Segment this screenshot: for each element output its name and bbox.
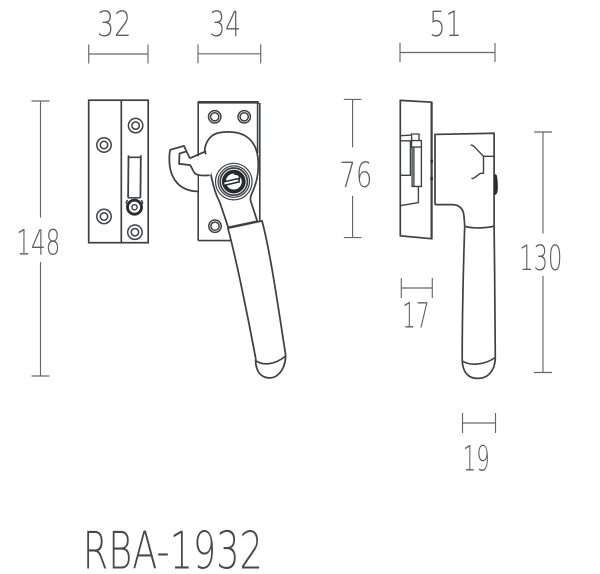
dimension-labels: 32 34 51 148 76 130 17 19 [16,5,562,479]
side-handle-grip [461,226,497,380]
fastener-key-cylinder-circle-3 [219,167,249,197]
fastener-screw-holes [207,109,252,234]
keeper-plate-outline [87,99,150,244]
dimension-lines [31,43,552,433]
side-cylinder-detail-path-1 [470,144,495,157]
label-side-depth: 51 [429,5,462,45]
side-fastener-body-path-2 [435,203,466,227]
dim-side-depth [399,43,496,62]
side-handle-grip-path-4 [461,357,497,380]
label-keeper-width: 32 [97,5,132,45]
fastener-key-cylinder-circle-1 [214,162,253,201]
fastener-key-cylinder [214,162,253,201]
screw-inner-ring-3 [99,212,109,221]
fastener-screw-holes-circle-3 [208,219,222,234]
keeper-roller-pin-path-4 [140,199,144,204]
side-keeper-pocket-path-3 [410,139,423,148]
side-keeper-pocket-path-4 [411,147,423,188]
keeper-screw-holes-circle-2 [96,137,112,153]
fastener-key-cylinder-circle-2 [217,165,251,198]
fastener-hook [168,144,213,193]
screw-inner-ring-2 [99,140,109,150]
keeper-screw-holes [96,117,144,241]
side-keeper-pocket-path-2 [410,133,420,141]
key-slot [222,177,241,187]
side-keeper-pocket-path-7 [400,186,420,207]
side-fastener-body [434,132,495,227]
side-handle-grip-path-2 [493,226,497,358]
screw-inner-ring-7 [210,221,220,232]
fastener-screw-holes-circle-2 [237,109,252,124]
label-handle-width: 19 [463,439,490,479]
fastener-grip-tip-seam [255,355,286,365]
keeper-screw-holes-circle-1 [127,117,144,134]
side-cylinder-bump [493,174,498,196]
dim-backplate-height [343,98,362,239]
side-keeper-plate [399,99,433,240]
side-cylinder-detail-path-2 [471,156,485,180]
fastener-hook-path-4 [178,150,210,177]
keeper-screw-holes-circle-4 [126,224,143,241]
side-handle-grip-path-3 [461,356,496,365]
keeper-roller-pin-path-3 [125,199,129,204]
side-cylinder-detail [470,144,495,180]
fastener-front-view [168,100,287,379]
fastener-screw-holes-circle-1 [207,109,222,124]
side-handle-grip-path-1 [461,226,466,360]
dim-overall-height [31,100,50,377]
keeper-roller-pin-circle-1 [126,198,143,216]
keeper-slot-path-1 [127,155,142,159]
label-backplate-height: 76 [339,156,372,196]
label-fastener-width: 34 [209,5,241,45]
label-keeper-depth: 17 [402,296,430,336]
keeper-plate-front-view [87,99,150,244]
keeper-slot [127,155,142,199]
side-keeper-pocket [400,133,423,207]
dim-keeper-depth [400,278,433,298]
product-code: RBA-1932 [83,522,263,574]
dim-fastener-width [197,44,262,64]
fastener-hook-path-2 [168,144,199,193]
keeper-roller-pin-circle-2 [131,203,138,211]
label-overall-height: 148 [16,224,60,264]
label-handle-height: 130 [519,239,562,279]
fastener-hook-path-3 [189,150,207,160]
screw-inner-ring-4 [130,227,140,237]
dim-keeper-width [88,44,149,64]
side-profile-view [399,99,498,380]
fastener-handle-grip [226,219,287,379]
keeper-screw-holes-circle-3 [96,208,112,225]
dim-handle-width [461,413,497,433]
side-keeper-pocket-path-1 [400,134,412,137]
screw-inner-ring-5 [209,111,220,122]
dim-handle-height [534,131,552,374]
side-keeper-pocket-path-6 [400,140,412,176]
fastener-key-cylinder-path-5 [234,173,241,181]
screw-inner-ring-6 [239,111,250,122]
side-fastener-body-path-1 [434,132,495,227]
screw-inner-ring-1 [131,121,141,131]
side-grip-seam [464,225,495,229]
keeper-roller-pin [125,198,144,216]
